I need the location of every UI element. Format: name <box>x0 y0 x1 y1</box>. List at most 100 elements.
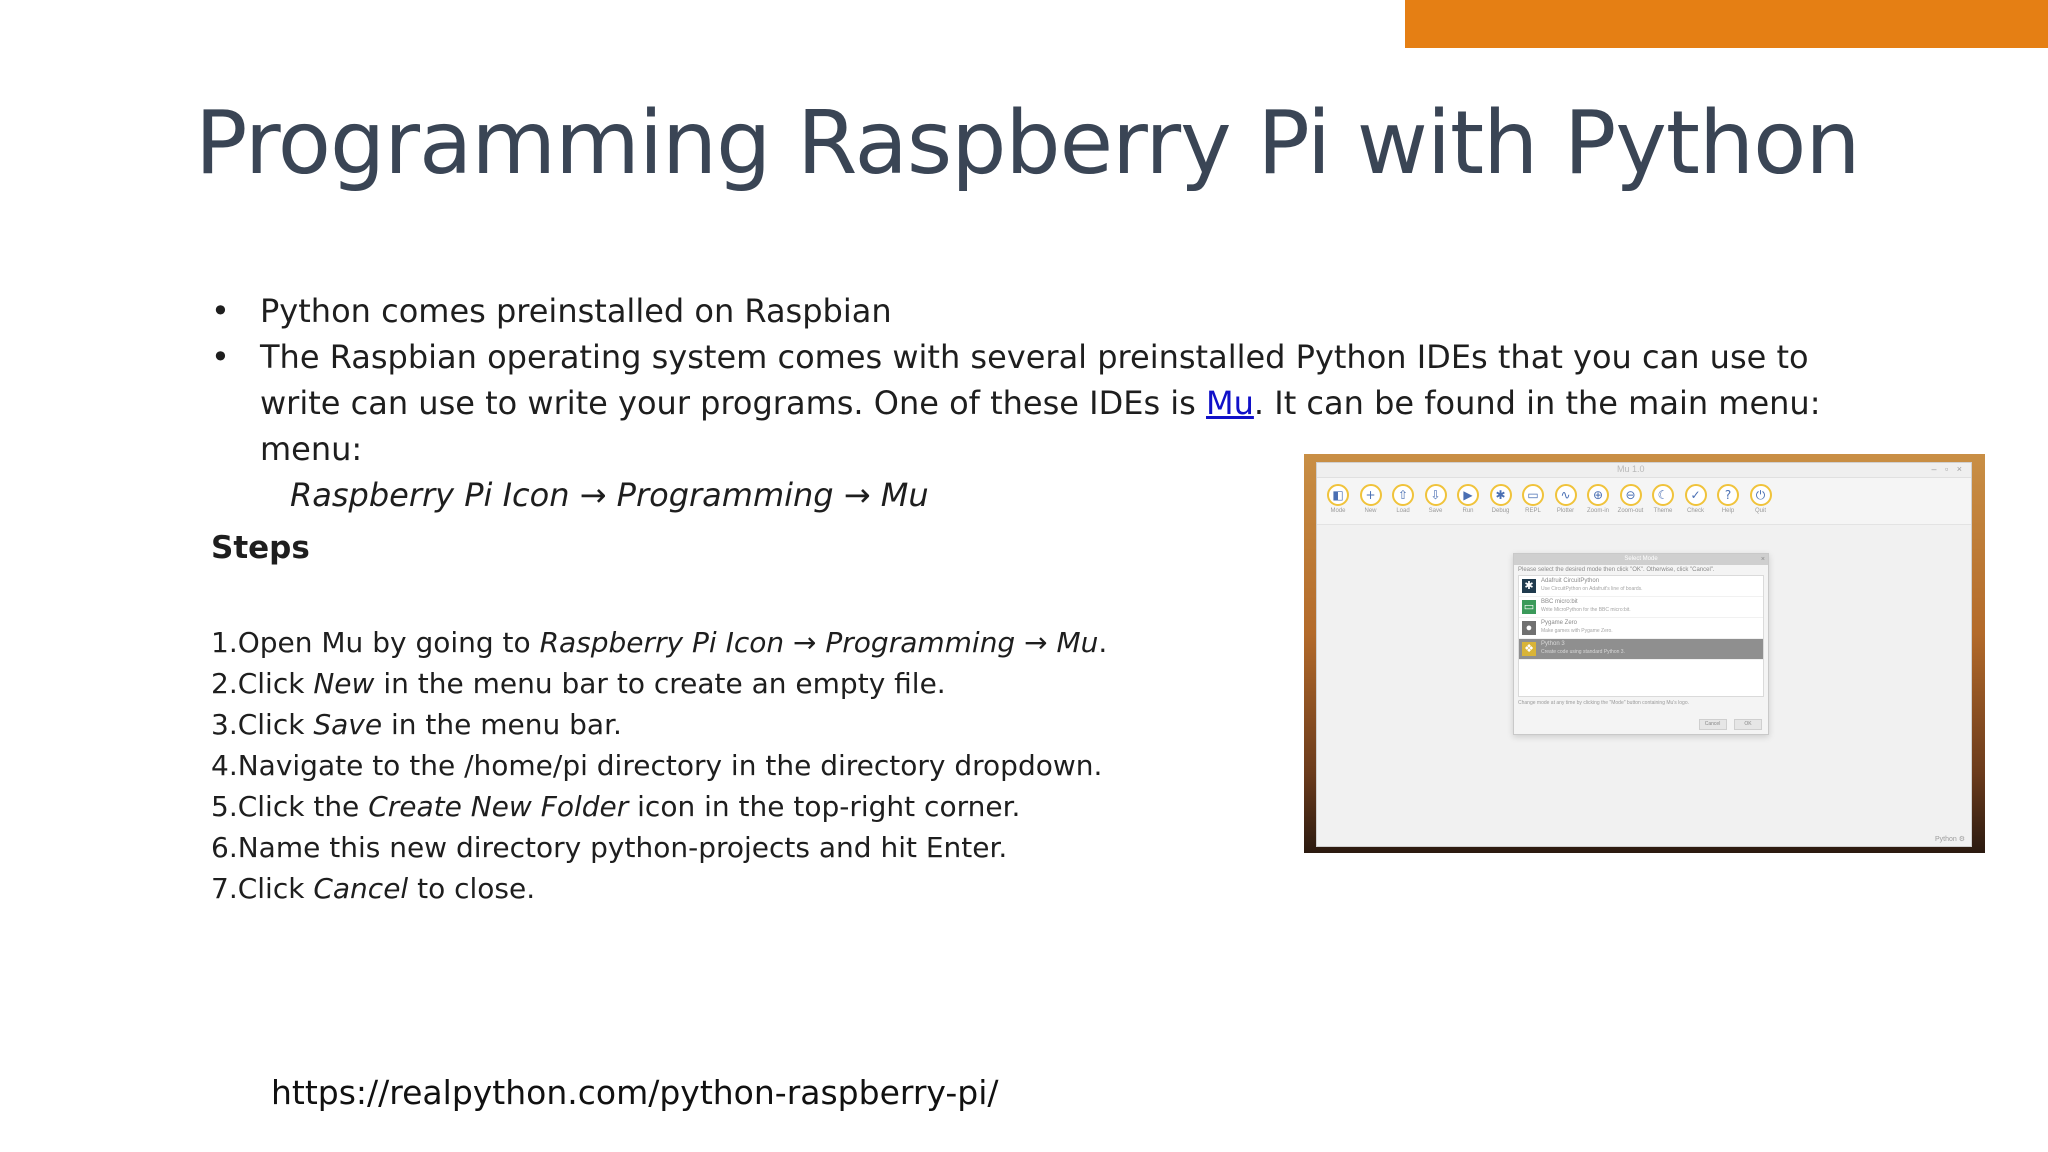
mode-description: Make games with Pygame Zero. <box>1541 628 1613 634</box>
zoom-in-icon: ⊕ <box>1587 484 1609 506</box>
mode-description: Create code using standard Python 3. <box>1541 649 1625 655</box>
mode-description: Use CircuitPython on Adafruit's line of … <box>1541 586 1643 592</box>
toolbar-theme-button: ☾ Theme <box>1650 484 1676 514</box>
toolbar-plotter-button: ∿ Plotter <box>1553 484 1579 514</box>
source-url: https://realpython.com/python-raspberry-… <box>271 1073 999 1112</box>
toolbar-label: Zoom-in <box>1586 508 1609 514</box>
help-icon: ? <box>1717 484 1739 506</box>
mode-name: BBC micro:bit <box>1541 599 1578 605</box>
step-text: . <box>1098 626 1108 659</box>
toolbar-run-button: ▶ Run <box>1455 484 1481 514</box>
toolbar-label: Theme <box>1653 508 1673 514</box>
step-emphasis: Save <box>313 708 383 741</box>
bullet-icon: • <box>211 338 230 376</box>
toolbar-save-button: ⇩ Save <box>1423 484 1449 514</box>
step-emphasis: Raspberry Pi Icon → Programming → Mu <box>539 626 1099 659</box>
step-text: in the menu bar to create an empty file. <box>374 667 946 700</box>
python-icon: ❖ <box>1522 642 1536 656</box>
bullet-item: • The Raspbian operating system comes wi… <box>205 334 1885 518</box>
dialog-footer: Change mode at any time by clicking the … <box>1518 700 1689 706</box>
toolbar-label: Load <box>1396 508 1410 514</box>
plotter-icon: ∿ <box>1554 484 1577 506</box>
step-item: 6.Name this new directory python-project… <box>211 827 1107 868</box>
toolbar-quit-button: ⏻ Quit <box>1748 484 1774 514</box>
plus-icon: + <box>1359 484 1382 506</box>
steps-list: 1.Open Mu by going to Raspberry Pi Icon … <box>211 622 1107 909</box>
close-icon: × <box>1760 556 1765 563</box>
dialog-cancel-button: Cancel <box>1698 719 1727 730</box>
step-text: 2.Click <box>211 667 314 700</box>
window-controls: – ▫ × <box>1931 464 1965 474</box>
accent-bar <box>1405 0 2048 48</box>
select-mode-dialog: Select Mode × Please select the desired … <box>1513 553 1769 735</box>
step-item: 7.Click Cancel to close. <box>211 868 1107 909</box>
load-icon: ⇧ <box>1392 484 1414 506</box>
run-icon: ▶ <box>1457 484 1479 506</box>
dialog-title: Select Mode <box>1624 556 1658 562</box>
status-mode-indicator: Python ⚙ <box>1934 836 1965 843</box>
toolbar-help-button: ?Help <box>1715 484 1741 514</box>
mode-description: Write MicroPython for the BBC micro:bit. <box>1541 607 1631 613</box>
theme-icon: ☾ <box>1652 484 1674 506</box>
step-item: 1.Open Mu by going to Raspberry Pi Icon … <box>211 622 1107 663</box>
mu-link[interactable]: Mu <box>1206 384 1254 422</box>
step-text: 3.Click <box>211 708 314 741</box>
mu-window: Mu 1.0 – ▫ × ◧ Mode + New ⇧ Load ⇩ Save ▶ Run ✱ Deb… <box>1316 462 1972 847</box>
mode-name: Adafruit CircuitPython <box>1541 578 1600 584</box>
toolbar-label: Run <box>1462 508 1474 514</box>
slide-title: Programming Raspberry Pi with Python <box>195 92 1860 194</box>
dialog-prompt: Please select the desired mode then clic… <box>1518 567 1715 573</box>
check-icon: ✓ <box>1684 484 1707 506</box>
mode-list-item: ❖ Python 3 Create code using standard Pyth… <box>1519 639 1763 660</box>
bbc-microbit-icon: ▭ <box>1522 600 1536 614</box>
toolbar-label: New <box>1364 508 1377 514</box>
toolbar-label: Save <box>1428 508 1443 514</box>
step-text: icon in the top-right corner. <box>628 790 1021 823</box>
mode-icon: ◧ <box>1327 484 1349 506</box>
pygame-icon: ● <box>1522 621 1536 635</box>
step-text: in the menu bar. <box>382 708 622 741</box>
toolbar-debug-button: ✱ Debug <box>1488 484 1514 514</box>
step-emphasis: Create New Folder <box>368 790 629 823</box>
step-text: 6.Name this new directory python-project… <box>211 831 1008 864</box>
bullet-text: The Raspbian operating system comes with… <box>260 338 1809 422</box>
step-text: 7.Click <box>211 872 314 905</box>
bullet-text: Python comes preinstalled on Raspbian <box>260 292 892 330</box>
save-icon: ⇩ <box>1424 484 1447 506</box>
mode-name: Python 3 <box>1541 641 1565 647</box>
step-text: 5.Click the <box>211 790 369 823</box>
bullet-text: . It can be found in the main menu: menu… <box>260 384 1821 468</box>
step-item: 3.Click Save in the menu bar. <box>211 704 1107 745</box>
toolbar-label: Quit <box>1754 508 1766 514</box>
toolbar-load-button: ⇧ Load <box>1390 484 1416 514</box>
toolbar-check-button: ✓Check <box>1683 484 1709 514</box>
step-emphasis: Cancel <box>313 872 409 905</box>
step-item: 4.Navigate to the /home/pi directory in … <box>211 745 1107 786</box>
step-emphasis: New <box>313 667 375 700</box>
toolbar-label: Debug <box>1491 508 1510 514</box>
toolbar-label: Zoom-out <box>1617 508 1644 514</box>
mu-window-title: Mu 1.0 <box>1617 464 1645 474</box>
bullet-list: • Python comes preinstalled on Raspbian … <box>205 288 1885 518</box>
debug-icon: ✱ <box>1489 484 1512 506</box>
quit-icon: ⏻ <box>1749 484 1772 506</box>
mu-titlebar: Mu 1.0 – ▫ × <box>1317 463 1971 478</box>
steps-heading: Steps <box>211 530 310 566</box>
bullet-item: • Python comes preinstalled on Raspbian <box>205 288 1885 334</box>
mode-name: Pygame Zero <box>1541 620 1578 626</box>
toolbar-mode-button: ◧ Mode <box>1325 484 1351 514</box>
toolbar-label: Mode <box>1330 508 1346 514</box>
dialog-ok-button: OK <box>1734 719 1762 730</box>
toolbar-zoom-out-button: ⊖ Zoom-out <box>1618 484 1644 514</box>
toolbar-label: Plotter <box>1556 508 1575 514</box>
step-text: 4.Navigate to the /home/pi directory in … <box>211 749 1103 782</box>
bullet-icon: • <box>211 292 230 330</box>
toolbar-label: REPL <box>1525 508 1541 514</box>
zoom-out-icon: ⊖ <box>1619 484 1642 506</box>
toolbar-repl-button: ▭REPL <box>1520 484 1546 514</box>
step-text: to close. <box>408 872 536 905</box>
